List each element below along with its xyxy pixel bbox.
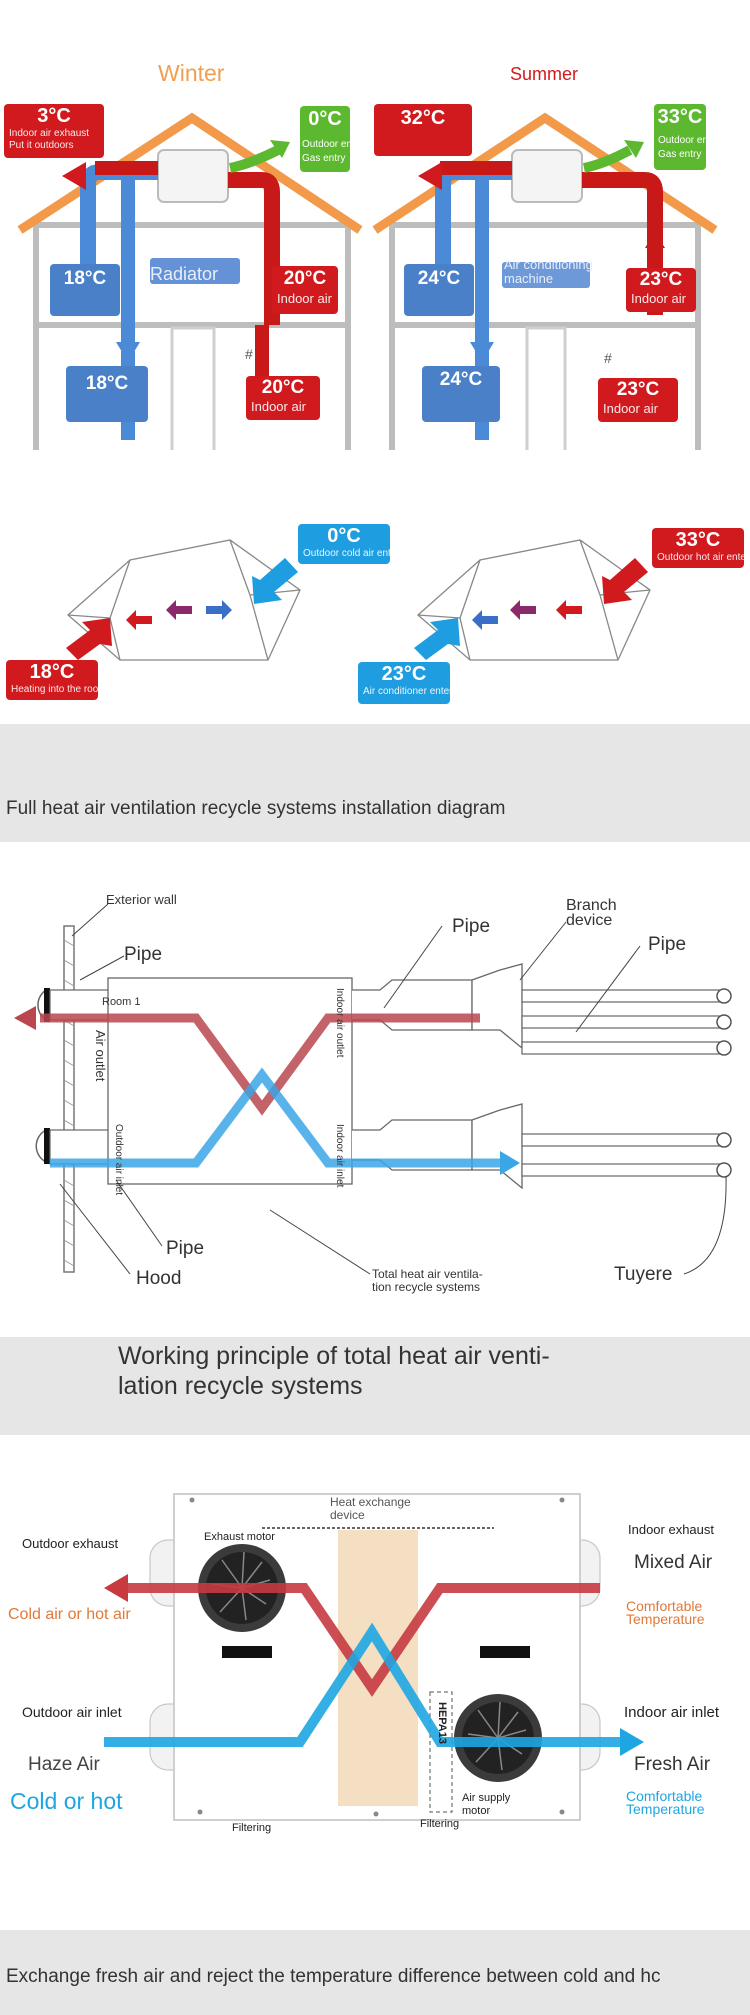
caption-band-1: Full heat air ventilation recycle system… (0, 724, 750, 842)
summer-ac: Air conditioning machine (504, 257, 593, 286)
label-indoor-air-outlet: Indoor air outlet (334, 988, 345, 1058)
label-branch-device: Branch device (566, 897, 617, 929)
principle-diagram (104, 1493, 644, 1821)
winter-room-lr-sub: Indoor air (251, 399, 306, 414)
exch-summer-in-text: Outdoor hot air enters (657, 552, 744, 563)
caption-band-2: Working principle of total heat air vent… (0, 1337, 750, 1435)
winter-room-ll-temp: 18°C (85, 373, 129, 394)
exch-winter-out-text: Heating into the room (11, 684, 107, 695)
summer-title: Summer (510, 64, 579, 84)
summer-outdoor-tag: 33°C (654, 104, 706, 170)
label-mixed-air: Mixed Air (634, 1552, 713, 1573)
exchanger-winter (67, 539, 301, 661)
installation-diagram (14, 903, 732, 1275)
exch-summer-out-temp: 23°C (381, 663, 427, 685)
exch-winter-in-temp: 0°C (327, 525, 361, 547)
winter-room-ur-temp: 20°C (283, 268, 327, 289)
label-indoor-exhaust: Indoor exhaust (628, 1522, 715, 1537)
winter-hash-lower: # (245, 346, 253, 362)
winter-house (17, 112, 363, 450)
label-cold-or-hot-air: Cold air or hot air (8, 1606, 131, 1623)
label-hepa: HEPA13 (436, 1702, 448, 1744)
summer-outdoor-temp: 33°C (657, 106, 703, 128)
summer-room-ur-sub: Indoor air (631, 291, 686, 306)
summer-room-lr-temp: 23°C (616, 379, 660, 400)
winter-exhaust-text: Indoor air exhaust Put it outdoors (9, 128, 90, 151)
label-air-outlet: Air outlet (93, 1030, 108, 1082)
houses-illustration (17, 112, 718, 450)
exch-summer-out-text: Air conditioner enters the room (363, 686, 500, 697)
winter-outdoor-tag: 0°C (300, 106, 350, 172)
label-exterior-wall: Exterior wall (106, 892, 177, 907)
exch-winter-in-tag: 0°C Outdoor cold air enters (298, 524, 405, 564)
label-cold-or-hot: Cold or hot (10, 1788, 123, 1814)
exch-winter-out-tag: 18°C Heating into the room (6, 660, 107, 700)
label-pipe-left: Pipe (124, 944, 163, 965)
winter-room-ul-temp: 18°C (63, 268, 107, 289)
label-room: Room 1 (102, 996, 141, 1008)
summer-room-ur-temp: 23°C (639, 269, 683, 290)
label-filtering-right: Filtering (420, 1818, 460, 1830)
label-comfortable-top: Comfortable Temperature (626, 1598, 705, 1627)
summer-exhaust-tag: 32°C (374, 104, 472, 156)
summer-room-ll-temp: 24°C (439, 369, 483, 390)
summer-room-lr: 23°C Indoor air (598, 378, 678, 422)
winter-room-lr: 20°C Indoor air (246, 376, 320, 420)
summer-hash-lower: # (604, 350, 612, 366)
label-outdoor-exhaust: Outdoor exhaust (22, 1536, 119, 1551)
summer-room-ll: 24°C (422, 366, 500, 422)
exch-summer-in-tag: 33°C Outdoor hot air enters (652, 528, 744, 568)
winter-outdoor-temp: 0°C (308, 108, 342, 130)
label-outdoor-air-inlet: Outdoor air inlet (113, 1124, 124, 1196)
winter-outdoor-text: Outdoor entry Gas entry (302, 139, 364, 164)
label-system: Total heat air ventila- tion recycle sys… (372, 1267, 483, 1294)
exch-summer-in-temp: 33°C (675, 529, 721, 551)
exch-summer-out-tag: 23°C Air conditioner enters the room (358, 662, 500, 704)
caption-2-text: Working principle of total heat air vent… (118, 1342, 550, 1400)
summer-room-ul: 24°C (404, 264, 474, 316)
winter-radiator: Radiator (150, 264, 219, 284)
summer-exhaust-temp: 32°C (400, 107, 446, 129)
label-pipe-right: Pipe (648, 934, 687, 955)
summer-outdoor-text: Outdoor entry Gas entry (658, 135, 720, 160)
label-haze-air: Haze Air (28, 1754, 100, 1775)
label-comfortable-bottom: Comfortable Temperature (626, 1788, 705, 1817)
label-exhaust-motor: Exhaust motor (204, 1531, 275, 1543)
exch-winter-out-temp: 18°C (29, 661, 75, 683)
summer-room-lr-sub: Indoor air (603, 401, 658, 416)
label-fresh-air: Fresh Air (634, 1754, 711, 1775)
caption-1-text: Full heat air ventilation recycle system… (6, 798, 506, 819)
winter-room-lr-temp: 20°C (261, 377, 305, 398)
winter-exhaust-tag: 3°C Indoor air exhaust Put it outdoors (4, 104, 104, 158)
label-indoor-air-inlet: Indoor air inlet (334, 1124, 345, 1188)
winter-exhaust-temp: 3°C (37, 105, 71, 127)
winter-hash-upper: # (287, 238, 295, 254)
label-heat-exchange: Heat exchange device (330, 1495, 411, 1522)
label-tuyere: Tuyere (614, 1264, 673, 1285)
caption-3-text: Exchange fresh air and reject the temper… (6, 1966, 661, 1987)
exchanger-illustration (66, 539, 651, 661)
caption-band-3: Exchange fresh air and reject the temper… (0, 1930, 750, 2015)
label-air-supply-motor: Air supply motor (462, 1792, 511, 1817)
exchanger-summer (417, 539, 651, 661)
label-filtering-left: Filtering (232, 1822, 272, 1834)
summer-room-ur: 23°C Indoor air (626, 268, 696, 312)
label-indoor-air-inlet: Indoor air inlet (624, 1704, 720, 1721)
winter-room-ur-sub: Indoor air (277, 291, 332, 306)
label-hood: Hood (136, 1268, 182, 1289)
label-pipe-mid: Pipe (452, 916, 491, 937)
winter-room-ul: 18°C (50, 264, 120, 316)
summer-room-ul-temp: 24°C (417, 268, 461, 289)
winter-room-ur: 20°C Indoor air (272, 266, 338, 314)
winter-title: Winter (158, 60, 225, 86)
label-outdoor-air-inlet: Outdoor air inlet (22, 1704, 122, 1720)
exch-winter-in-text: Outdoor cold air enters (303, 548, 405, 559)
winter-room-ll: 18°C (66, 366, 148, 422)
label-pipe-bottom: Pipe (166, 1238, 205, 1259)
